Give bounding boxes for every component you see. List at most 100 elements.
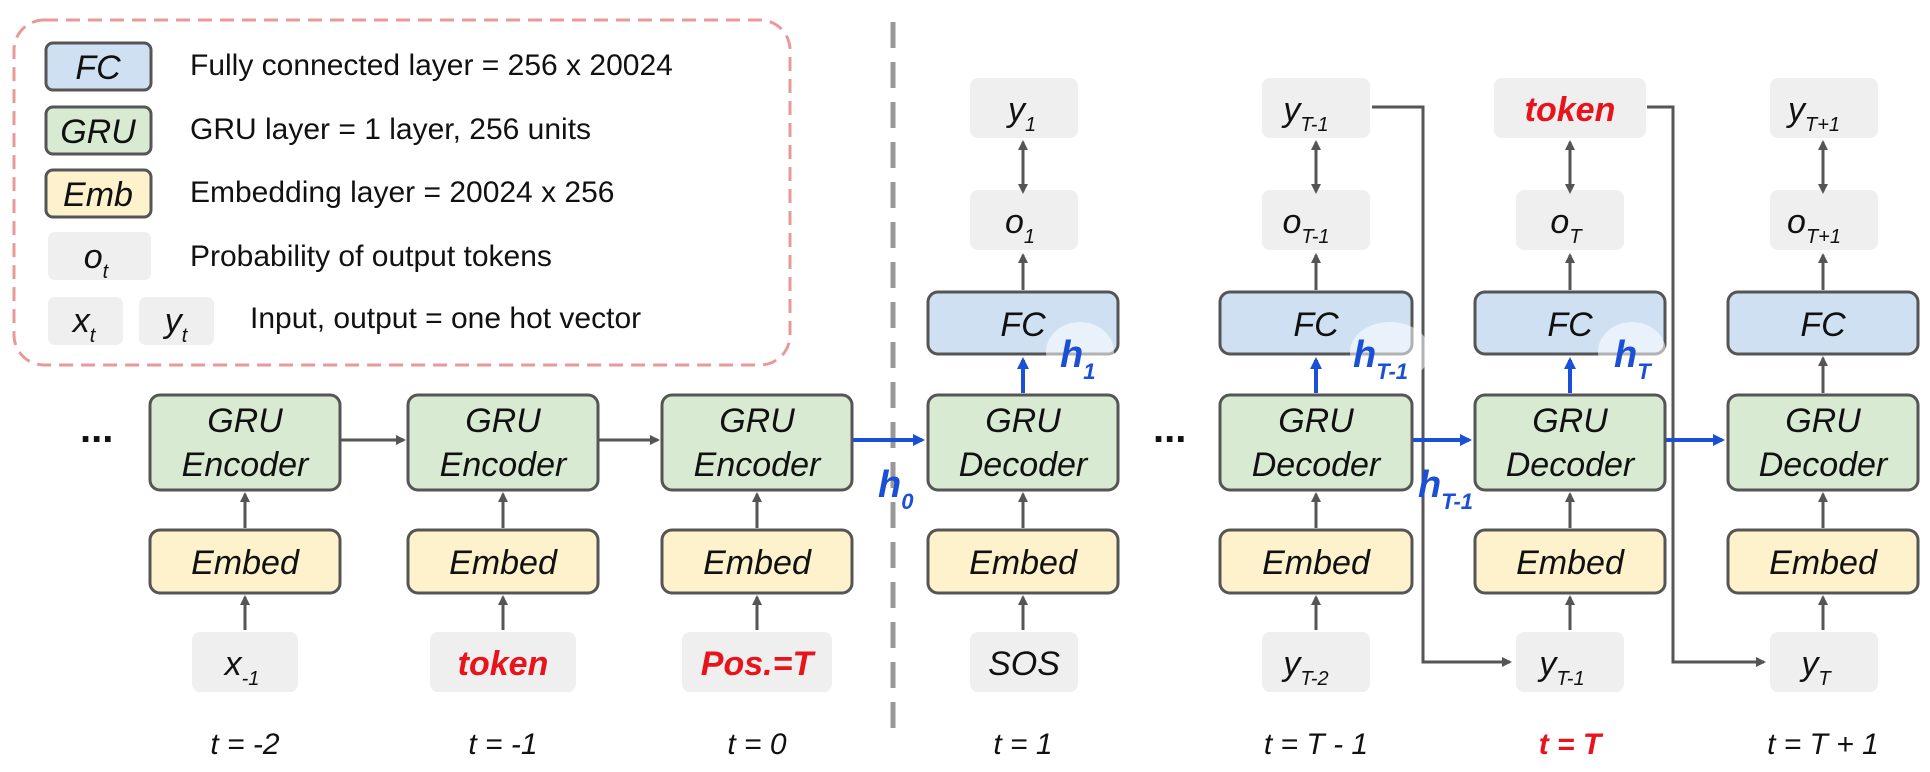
legend-y-key: yt: [163, 302, 189, 347]
legend: FC Fully connected layer = 256 x 20024 G…: [12, 18, 792, 367]
input-pos-box: [682, 632, 832, 692]
embed-label: Embed: [1262, 544, 1371, 582]
hidden-state-h1: h1: [1060, 334, 1095, 384]
gru-encoder-label-2: Encoder: [182, 446, 310, 484]
legend-x-key: xt: [71, 302, 97, 347]
gru-decoder-label-1: GRU: [985, 402, 1061, 440]
time-label: t = -2: [210, 728, 280, 761]
time-label: t = -1: [468, 728, 537, 761]
input-sos-label: SOS: [988, 645, 1060, 683]
encoder-ellipsis: ...: [80, 407, 113, 451]
legend-emb-desc: Embedding layer = 20024 x 256: [190, 176, 614, 209]
legend-o-key: ot: [84, 238, 110, 283]
gru-decoder-label-2: Decoder: [1759, 446, 1889, 484]
embed-box: [1473, 528, 1667, 595]
legend-xy-desc: Input, output = one hot vector: [250, 302, 641, 335]
hidden-state-hT1-top: hT-1: [1353, 334, 1408, 384]
embed-box: [406, 528, 600, 595]
input-sos-box: [970, 632, 1078, 692]
input-y-label: yT-2: [1281, 645, 1328, 690]
h1-highlight: [1046, 322, 1114, 382]
gru-encoder-label-1: GRU: [465, 402, 541, 440]
output-y-label: y1: [1006, 91, 1036, 136]
output-o-box: [1262, 190, 1370, 250]
time-label: t = 0: [727, 728, 787, 761]
time-label: t = T + 1: [1767, 728, 1879, 761]
legend-fc-desc: Fully connected layer = 256 x 20024: [190, 49, 673, 82]
encoder-column-2: GRU Encoder Embed token t = -1: [406, 393, 600, 761]
input-y-box: [1516, 632, 1624, 692]
gru-encoder-box: [148, 393, 342, 492]
time-label: t = T - 1: [1264, 728, 1368, 761]
fc-label: FC: [1800, 306, 1846, 344]
decoder-ellipsis: ...: [1153, 407, 1186, 451]
hidden-state-arrows: [853, 357, 1725, 446]
legend-fc-key: FC: [75, 49, 121, 87]
embed-box: [1218, 528, 1414, 595]
legend-gru-swatch: [44, 105, 153, 156]
time-label: t = 1: [993, 728, 1052, 761]
legend-emb-swatch: [44, 168, 153, 219]
output-y-label: yT-1: [1281, 91, 1328, 136]
embed-label: Embed: [1516, 544, 1625, 582]
hidden-state-hT1-bottom: hT-1: [1418, 464, 1473, 514]
hT1-highlight: [1350, 322, 1430, 382]
output-token-box: [1494, 78, 1646, 138]
embed-box: [926, 528, 1120, 595]
output-o-box: [1516, 190, 1624, 250]
output-o-label: oT+1: [1787, 203, 1841, 248]
hidden-state-h0: h0: [878, 464, 914, 514]
input-pos-label: Pos.=T: [701, 645, 817, 683]
fc-label: FC: [1000, 306, 1046, 344]
input-x-box: [192, 632, 298, 692]
gru-decoder-box: [926, 393, 1120, 492]
output-y-box: [970, 78, 1078, 138]
encoder-column-1: GRU Encoder Embed x-1 t = -2: [148, 393, 342, 761]
gru-decoder-label-1: GRU: [1532, 402, 1608, 440]
input-y-box: [1262, 632, 1370, 692]
legend-o-swatch: [48, 232, 151, 280]
fc-label: FC: [1293, 306, 1339, 344]
embed-box: [660, 528, 854, 595]
input-token-label: token: [458, 645, 549, 683]
gru-decoder-label-1: GRU: [1785, 402, 1861, 440]
output-token-label: token: [1525, 91, 1616, 129]
time-label-highlight: t = T: [1539, 728, 1604, 761]
embed-label: Embed: [449, 544, 558, 582]
legend-gru-desc: GRU layer = 1 layer, 256 units: [190, 113, 591, 146]
input-x-label: x-1: [223, 645, 260, 690]
legend-fc-swatch: [44, 41, 153, 92]
gru-encoder-box: [660, 393, 854, 492]
flow-arrows: [240, 105, 1828, 667]
output-y-box: [1262, 78, 1370, 138]
output-o-label: oT-1: [1282, 203, 1329, 248]
legend-x-swatch: [48, 297, 123, 345]
decoder-column-4: yT+1 oT+1 FC GRU Decoder Embed yT t = T …: [1726, 78, 1920, 761]
input-token-box: [430, 632, 576, 692]
gru-decoder-label-2: Decoder: [1252, 446, 1382, 484]
gru-decoder-box: [1218, 393, 1414, 492]
gru-decoder-label-2: Decoder: [959, 446, 1089, 484]
legend-frame: [12, 18, 792, 367]
gru-encoder-label-2: Encoder: [694, 446, 822, 484]
output-o-box: [970, 190, 1078, 250]
gru-encoder-label-1: GRU: [207, 402, 283, 440]
gru-decoder-box: [1473, 393, 1667, 492]
embed-box: [148, 528, 342, 595]
legend-y-swatch: [139, 297, 214, 345]
embed-label: Embed: [969, 544, 1078, 582]
input-y-label: yT-1: [1537, 645, 1584, 690]
gru-encoder-box: [406, 393, 600, 492]
output-o-label: o1: [1005, 203, 1035, 248]
hT-highlight: [1598, 322, 1666, 382]
gru-decoder-label-1: GRU: [1278, 402, 1354, 440]
gru-decoder-box: [1726, 393, 1920, 492]
embed-label: Embed: [191, 544, 300, 582]
fc-label: FC: [1547, 306, 1593, 344]
gru-encoder-label-1: GRU: [719, 402, 795, 440]
legend-emb-key: Emb: [63, 176, 133, 214]
legend-gru-key: GRU: [60, 113, 136, 151]
input-y-box: [1770, 632, 1878, 692]
decoder-column-3: token oT FC GRU Decoder Embed yT-1 t = T: [1473, 78, 1667, 761]
